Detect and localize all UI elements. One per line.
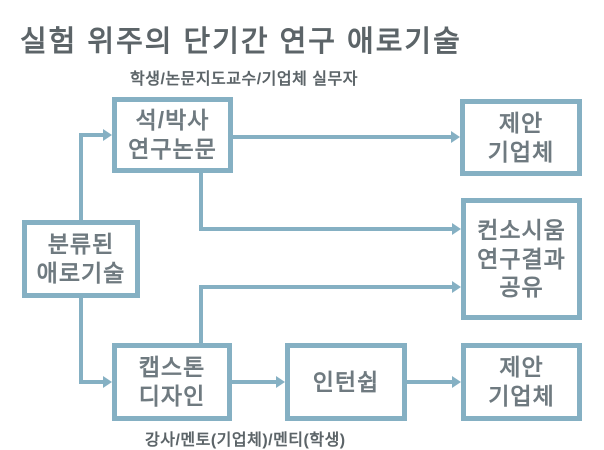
arrowhead-into-internship [276,376,285,388]
node-thesis-label: 석/박사 연구논문 [128,107,217,162]
connector-classified-to-thesis-horizontal [79,133,104,137]
arrowhead-into-proposal-bottom [452,376,461,388]
arrowhead-into-proposal-top [451,131,460,143]
arrowhead-into-consortium-upper [452,223,461,235]
connector-internship-to-proposal-horizontal [407,380,452,384]
arrowhead-into-consortium-lower [452,281,461,293]
node-consortium-share: 컨소시움 연구결과 공유 [461,198,582,320]
node-consortium-share-label: 컨소시움 연구결과 공유 [477,216,566,301]
arrowhead-into-thesis [103,129,112,141]
node-proposal-company-bottom: 제안 기업체 [461,343,582,421]
node-classified-tech-label: 분류된 애로기술 [36,231,126,286]
node-capstone-design-label: 캡스톤 디자인 [138,354,206,409]
connector-capstone-to-consortium-horizontal [199,285,452,289]
node-proposal-company-bottom-label: 제안 기업체 [488,354,555,409]
node-internship-label: 인턴쉽 [312,368,380,395]
connector-thesis-to-consortium-vertical [199,173,203,231]
connector-classified-to-thesis-vertical [79,133,83,221]
connector-capstone-to-internship-horizontal [232,380,276,384]
bottom-roles-caption: 강사/멘토(기업체)/멘티(학생) [145,432,346,449]
connector-classified-to-capstone-horizontal [79,380,104,384]
node-internship: 인턴쉽 [285,343,407,421]
node-classified-tech: 분류된 애로기술 [22,220,140,298]
diagram-title: 실험 위주의 단기간 연구 애로기술 [20,26,462,58]
node-thesis: 석/박사 연구논문 [112,97,233,173]
arrowhead-into-capstone [103,376,112,388]
top-roles-caption: 학생/논문지도교수/기업체 실무자 [130,71,358,88]
connector-thesis-to-proposal-horizontal [233,135,451,139]
node-proposal-company-top-label: 제안 기업체 [487,109,555,165]
node-capstone-design: 캡스톤 디자인 [112,343,232,421]
node-proposal-company-top: 제안 기업체 [460,99,582,176]
connector-classified-to-capstone-vertical [79,298,83,384]
connector-thesis-to-consortium-horizontal [199,227,452,231]
connector-capstone-to-consortium-vertical [199,285,203,343]
